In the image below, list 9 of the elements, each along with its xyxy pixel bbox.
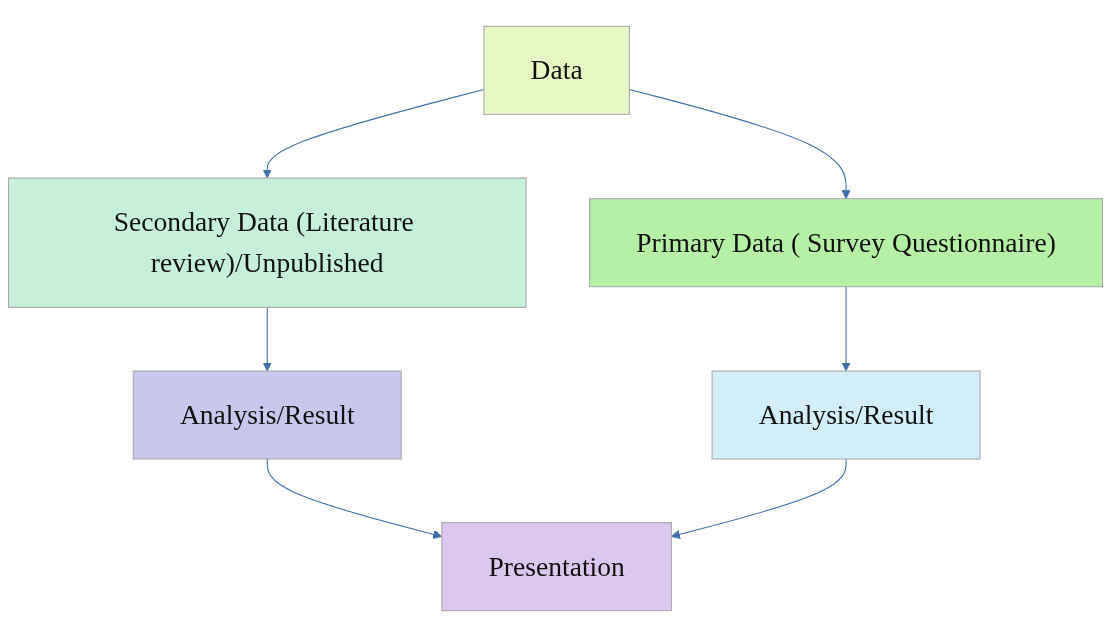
node-box: Analysis/Result [711,370,981,460]
arrow [262,306,272,372]
node-box: Analysis/Result [132,370,402,460]
node-box: Presentation [441,522,672,612]
arrow [671,458,847,539]
node-box: Data [483,25,630,115]
node-box: Secondary Data (Literature review)/Unpublished [7,177,527,308]
arrow [841,286,851,372]
node-box: Primary Data ( Survey Questionnaire) [589,198,1104,288]
